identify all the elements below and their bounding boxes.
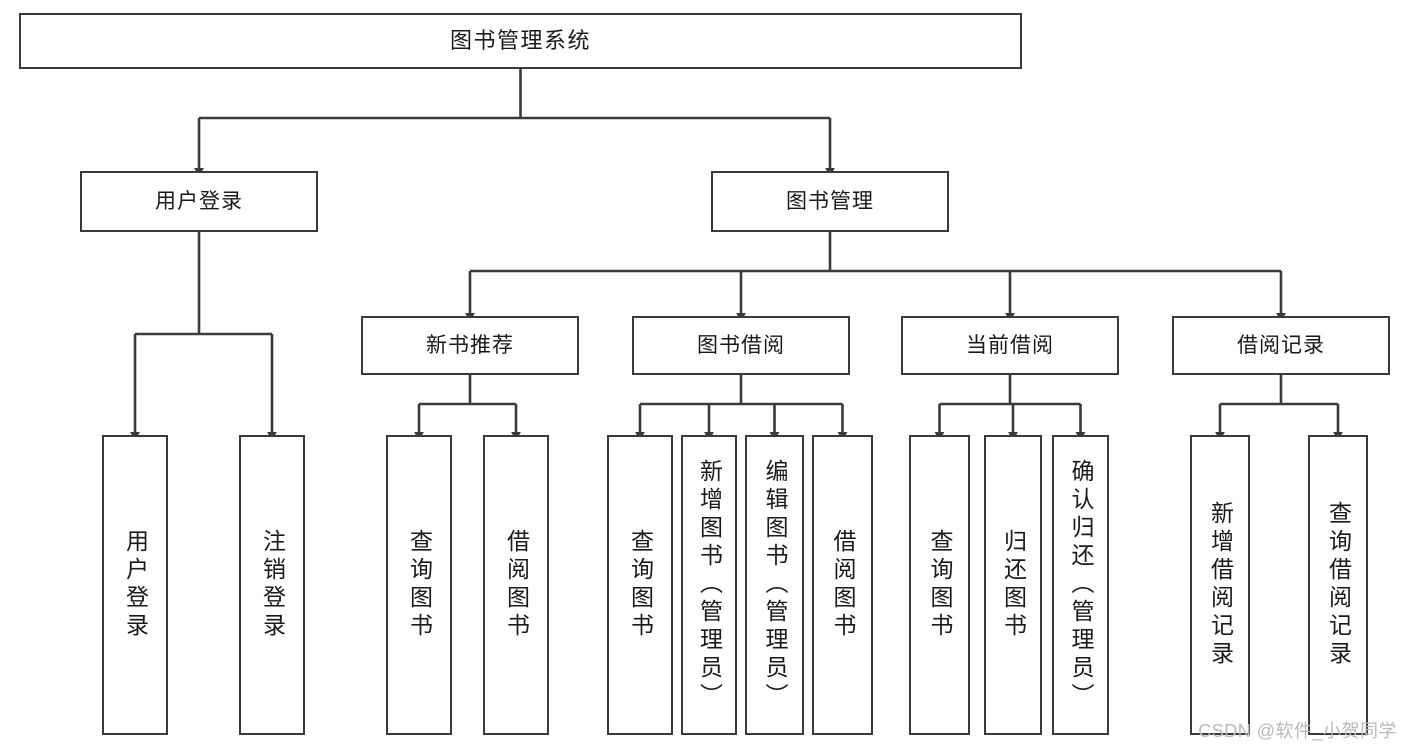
root-node[interactable]: 图书管理系统 (19, 13, 1022, 69)
leaf-leaf-query-record[interactable]: 查询借阅记录 (1308, 435, 1368, 735)
node-label: 查询图书 (406, 529, 433, 641)
node-user-login[interactable]: 用户登录 (80, 171, 318, 232)
leaf-leaf-user-login[interactable]: 用户登录 (102, 435, 168, 735)
leaf-leaf-add-record[interactable]: 新增借阅记录 (1190, 435, 1250, 735)
node-label: 查询图书 (927, 529, 953, 641)
node-label: 确认归还（管理员） (1068, 459, 1094, 711)
leaf-leaf-borrow-book-1[interactable]: 借阅图书 (483, 435, 549, 735)
node-label: 当前借阅 (966, 333, 1054, 357)
watermark: CSDN @软件_小贺同学 (1198, 721, 1397, 741)
node-book-manage[interactable]: 图书管理 (711, 171, 949, 232)
leaf-leaf-query-book-3[interactable]: 查询图书 (909, 435, 970, 735)
node-label: 新书推荐 (426, 333, 514, 357)
leaf-leaf-borrow-book-2[interactable]: 借阅图书 (812, 435, 873, 735)
node-label: 用户登录 (155, 189, 243, 213)
node-label: 图书管理系统 (449, 27, 591, 53)
node-label: 图书管理 (786, 189, 874, 213)
node-label: 借阅记录 (1237, 333, 1325, 357)
node-label: 归还图书 (1000, 529, 1027, 641)
node-borrow-record[interactable]: 借阅记录 (1172, 316, 1390, 375)
leaf-leaf-query-book-2[interactable]: 查询图书 (607, 435, 673, 735)
node-new-book-recommend[interactable]: 新书推荐 (361, 316, 579, 375)
node-label: 查询图书 (627, 529, 654, 641)
node-label: 借阅图书 (830, 529, 856, 641)
leaf-leaf-return-book[interactable]: 归还图书 (984, 435, 1042, 735)
node-label: 图书借阅 (697, 333, 785, 357)
node-label: 借阅图书 (503, 529, 530, 641)
node-label: 用户登录 (122, 529, 149, 641)
leaf-leaf-logout[interactable]: 注销登录 (239, 435, 305, 735)
node-book-borrow[interactable]: 图书借阅 (632, 316, 850, 375)
node-label: 注销登录 (259, 529, 286, 641)
leaf-leaf-edit-book[interactable]: 编辑图书（管理员） (745, 435, 804, 735)
node-current-borrow[interactable]: 当前借阅 (901, 316, 1119, 375)
leaf-leaf-add-book[interactable]: 新增图书（管理员） (681, 435, 737, 735)
node-label: 查询借阅记录 (1325, 501, 1352, 669)
leaf-leaf-query-book-1[interactable]: 查询图书 (386, 435, 452, 735)
node-label: 新增借阅记录 (1207, 501, 1234, 669)
node-label: 编辑图书（管理员） (762, 459, 788, 711)
leaf-leaf-confirm-return[interactable]: 确认归还（管理员） (1052, 435, 1109, 735)
node-label: 新增图书（管理员） (696, 459, 723, 711)
